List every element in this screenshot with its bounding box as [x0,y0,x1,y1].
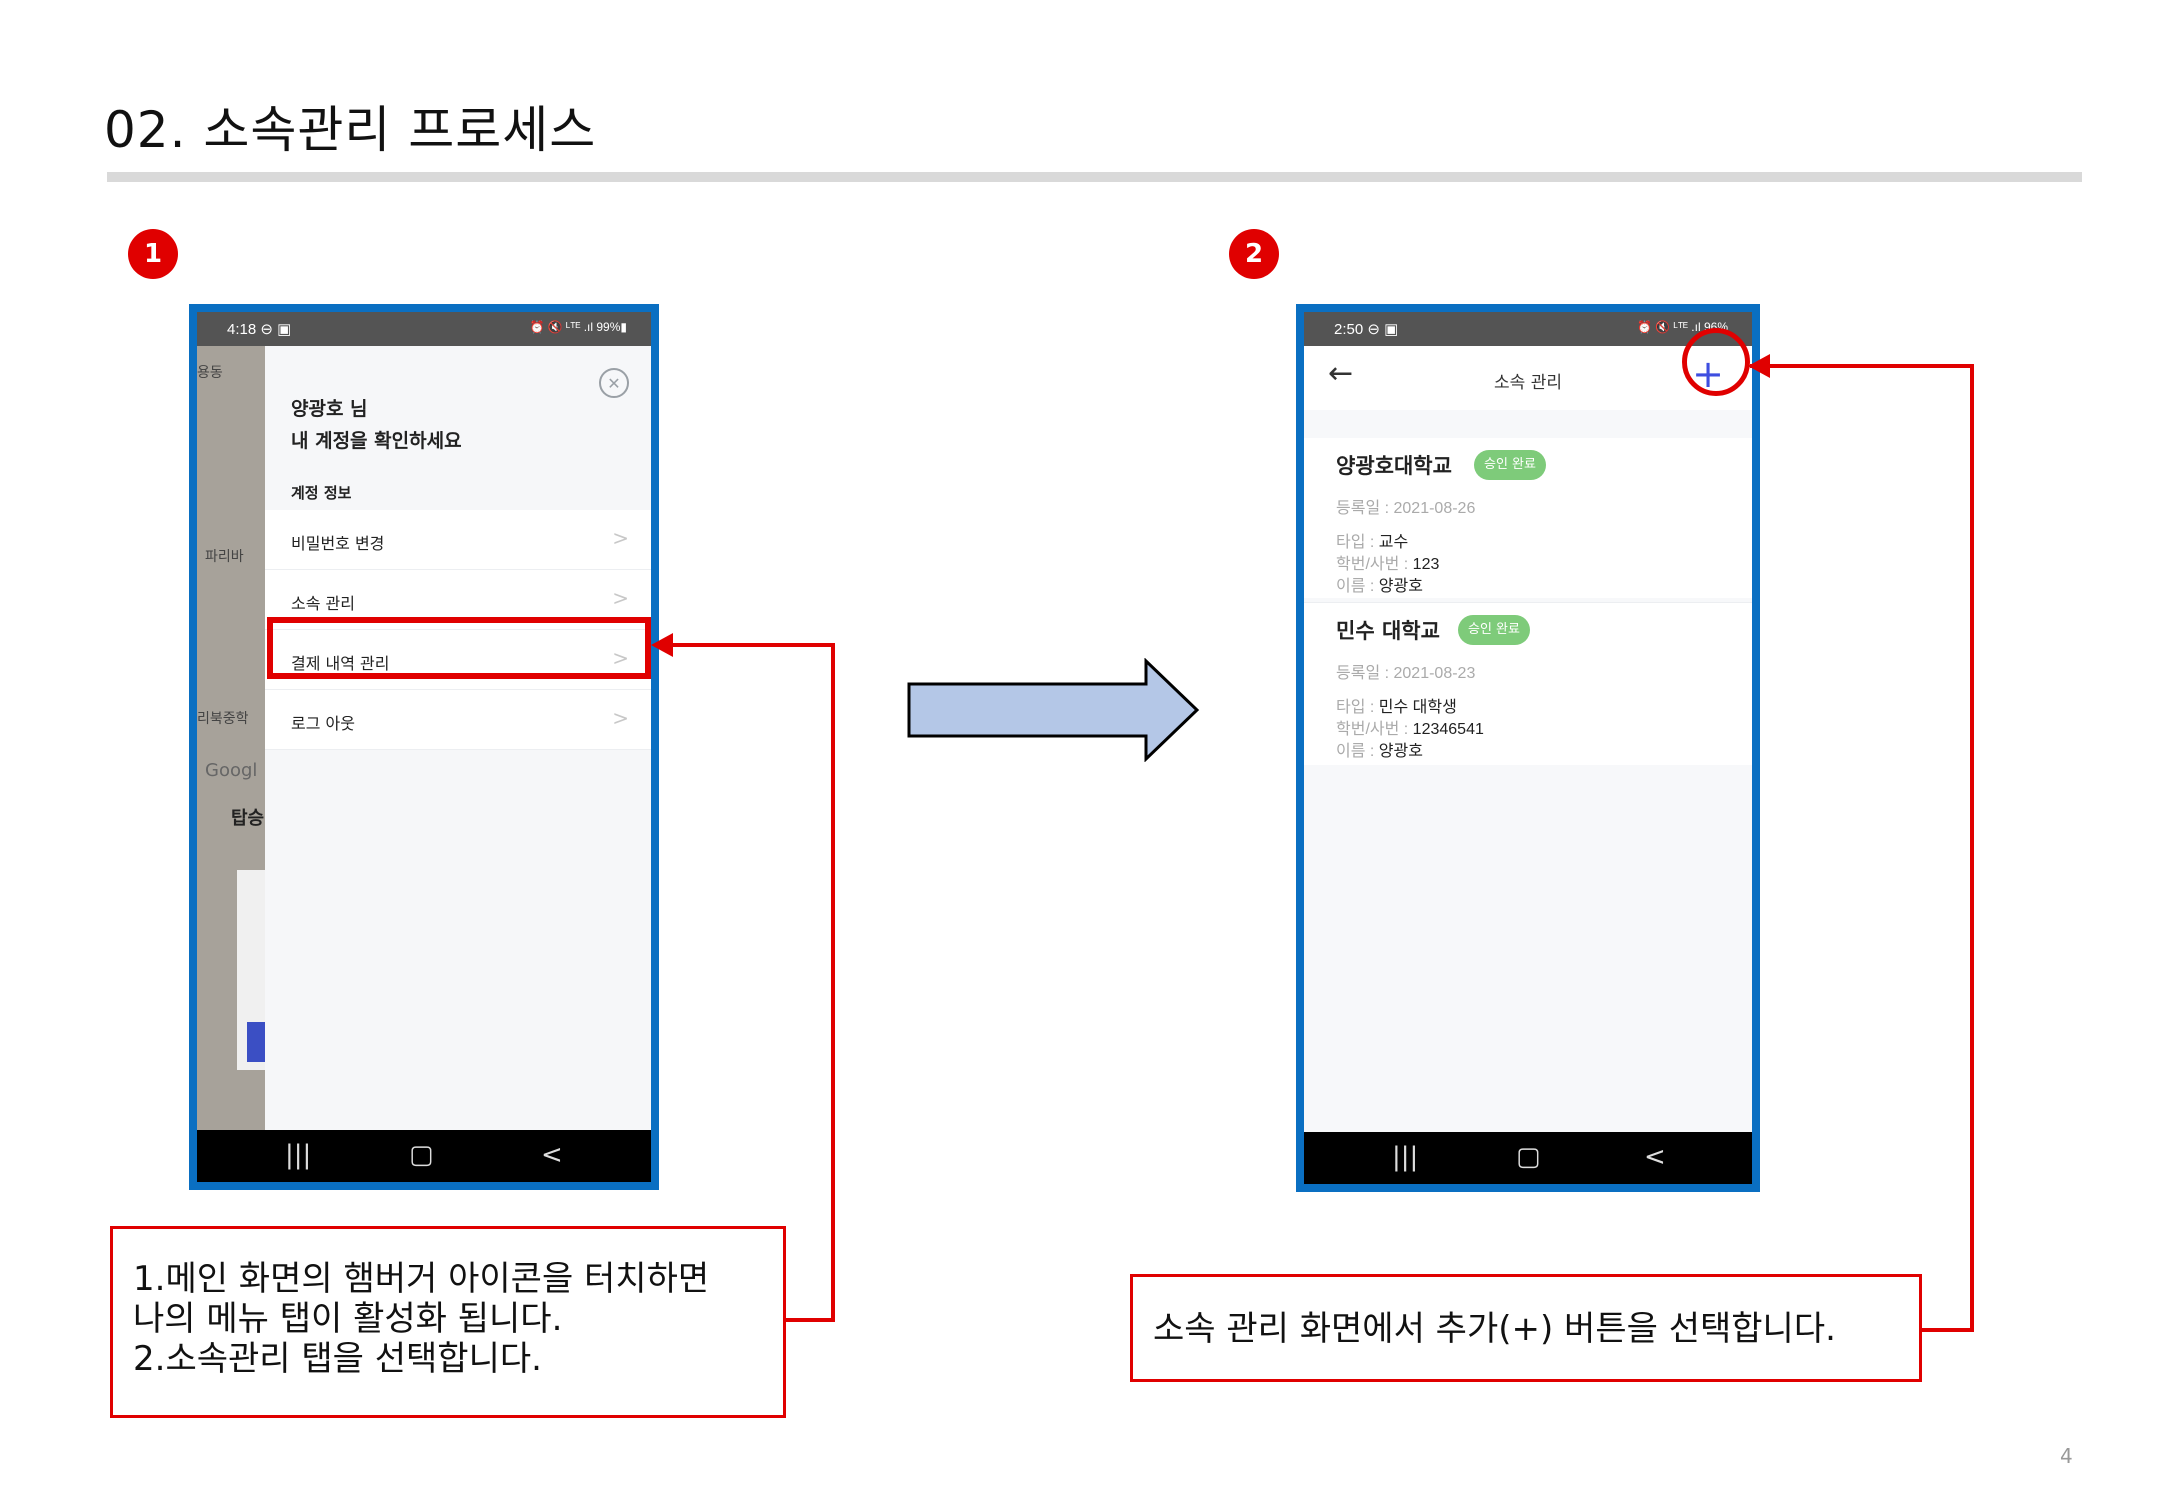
registration-date: 등록일 : 2021-08-26 [1336,500,1476,517]
chevron-right-icon: > [612,706,629,730]
status-time: 4:18 ⊖ ▣ [227,321,292,338]
back-arrow-icon[interactable]: ← [1328,356,1354,391]
chevron-right-icon: > [612,646,629,670]
close-icon[interactable]: ✕ [599,368,629,398]
recent-apps-icon[interactable]: ||| [1392,1142,1419,1172]
instruction-line: 2.소속관리 탭을 선택합니다. [133,1339,542,1379]
registration-date: 등록일 : 2021-08-23 [1336,665,1476,682]
instruction-line: 나의 메뉴 탭이 활성화 됩니다. [133,1299,563,1339]
step-1-badge: 1 [128,229,178,279]
affiliation-card[interactable]: 민수 대학교 승인 완료 등록일 : 2021-08-23 타입 : 민수 대학… [1304,602,1752,765]
instruction-line: 1.메인 화면의 햄버거 아이콘을 터치하면 [133,1259,710,1299]
affiliation-card[interactable]: 양광호대학교 승인 완료 등록일 : 2021-08-26 타입 : 교수 학번… [1304,438,1752,598]
status-badge: 승인 완료 [1458,615,1530,645]
slide-title: 02. 소속관리 프로세스 [104,101,597,159]
menu-item-label: 로그 아웃 [291,714,355,733]
map-background: 용동 파리바 리북중학 Googl 탑승 [군 [197,346,265,1130]
status-bar: 4:18 ⊖ ▣ ⏰ 🔇 ᴸᵀᴱ .ıl 99%▮ [197,312,651,346]
school-name: 양광호대학교 [1336,454,1452,478]
account-prompt: 내 계정을 확인하세요 [291,430,462,452]
page-number: 4 [2060,1444,2073,1468]
connector-line [655,643,835,647]
arrowhead-icon [651,633,673,657]
highlight-box [267,617,651,679]
menu-item-label: 비밀번호 변경 [291,534,385,553]
chevron-right-icon: > [612,526,629,550]
highlight-circle [1682,328,1750,396]
status-badge: 승인 완료 [1474,450,1546,480]
phone-screen-menu: 4:18 ⊖ ▣ ⏰ 🔇 ᴸᵀᴱ .ıl 99%▮ 용동 파리바 리북중학 Go… [189,304,659,1190]
map-label: 탑승 [231,808,265,829]
school-name: 민수 대학교 [1336,619,1440,643]
instruction-line: 소속 관리 화면에서 추가(+) 버튼을 선택합니다. [1153,1309,1836,1349]
arrowhead-icon [1748,354,1770,378]
home-icon[interactable]: ▢ [409,1140,434,1170]
phone-screen-affiliation: 2:50 ⊖ ▣ ⏰ 🔇 ᴸᵀᴱ .ıl 96% ← 소속 관리 + 양광호대학… [1296,304,1760,1192]
user-greeting: 양광호 님 [291,398,368,420]
status-indicators: ⏰ 🔇 ᴸᵀᴱ .ıl 99%▮ [529,320,627,334]
chevron-right-icon: > [612,586,629,610]
member-name: 이름 : 양광호 [1336,578,1423,595]
map-label: 파리바 [205,549,244,565]
map-label: 리북중학 [197,711,249,727]
menu-item-label: 소속 관리 [291,594,355,613]
connector-line [1750,364,1974,368]
screen-title: 소속 관리 [1494,373,1562,393]
affiliation-type: 타입 : 민수 대학생 [1336,699,1457,716]
student-id: 학번/사번 : 123 [1336,556,1440,573]
section-title: 계정 정보 [291,484,352,502]
connector-line [784,1318,835,1322]
menu-item-payment-history[interactable]: 결제 내역 관리 > [265,630,651,690]
back-nav-icon[interactable]: < [1644,1142,1666,1172]
menu-item-label: 결제 내역 관리 [291,654,390,673]
android-nav-bar: ||| ▢ < [197,1130,651,1182]
map-panel-button [247,1022,265,1062]
map-label: Googl [205,760,258,781]
member-name: 이름 : 양광호 [1336,743,1423,760]
map-label: 용동 [197,365,223,381]
connector-line [831,643,835,1322]
recent-apps-icon[interactable]: ||| [285,1140,312,1170]
connector-line [1970,364,1974,1332]
side-menu-drawer: ✕ 양광호 님 내 계정을 확인하세요 계정 정보 비밀번호 변경 > 소속 관… [265,346,651,1130]
flow-arrow-icon [907,658,1200,762]
menu-item-password-change[interactable]: 비밀번호 변경 > [265,510,651,570]
back-nav-icon[interactable]: < [541,1140,563,1170]
affiliation-type: 타입 : 교수 [1336,534,1409,551]
step-2-badge: 2 [1229,229,1279,279]
home-icon[interactable]: ▢ [1516,1142,1541,1172]
status-time: 2:50 ⊖ ▣ [1334,321,1399,338]
student-id: 학번/사번 : 12346541 [1336,721,1484,738]
connector-line [1920,1328,1974,1332]
instruction-callout-right: 소속 관리 화면에서 추가(+) 버튼을 선택합니다. [1130,1274,1922,1382]
status-bar: 2:50 ⊖ ▣ ⏰ 🔇 ᴸᵀᴱ .ıl 96% [1304,312,1752,346]
title-divider [107,172,2082,182]
menu-item-logout[interactable]: 로그 아웃 > [265,690,651,750]
instruction-callout-left: 1.메인 화면의 햄버거 아이콘을 터치하면 나의 메뉴 탭이 활성화 됩니다.… [110,1226,786,1418]
android-nav-bar: ||| ▢ < [1304,1132,1752,1184]
